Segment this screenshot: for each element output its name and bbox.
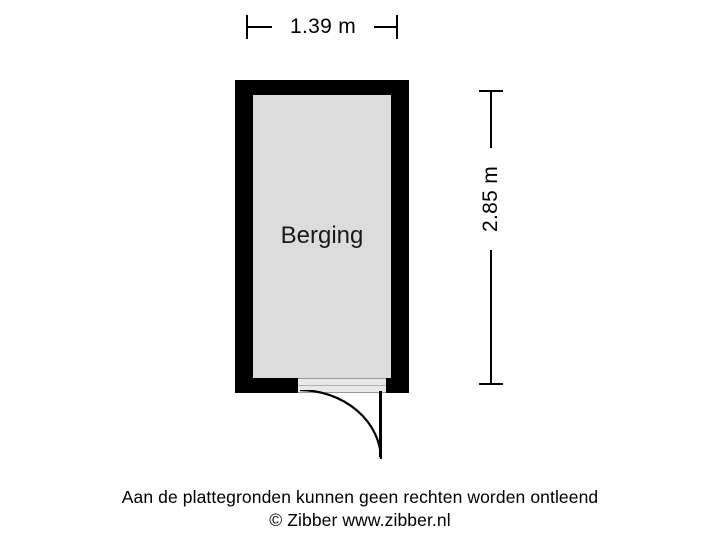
width-dimension-cap-right (396, 15, 398, 39)
height-dimension-cap-bottom (479, 383, 503, 385)
width-dimension-cap-left (246, 15, 248, 39)
room-name-label: Berging (280, 222, 364, 249)
footer: Aan de plattegronden kunnen geen rechten… (0, 486, 720, 532)
footer-credit: © Zibber www.zibber.nl (269, 510, 451, 530)
room-interior (253, 95, 391, 378)
width-dimension-label: 1.39 m (272, 14, 374, 40)
door-swing-arc-icon (300, 390, 382, 460)
door-leaf (379, 391, 382, 457)
footer-disclaimer: Aan de plattegronden kunnen geen rechten… (121, 487, 599, 507)
height-dimension-cap-top (479, 90, 503, 92)
height-dimension-label: 2.85 m (478, 148, 504, 250)
door-threshold-line (298, 385, 386, 386)
